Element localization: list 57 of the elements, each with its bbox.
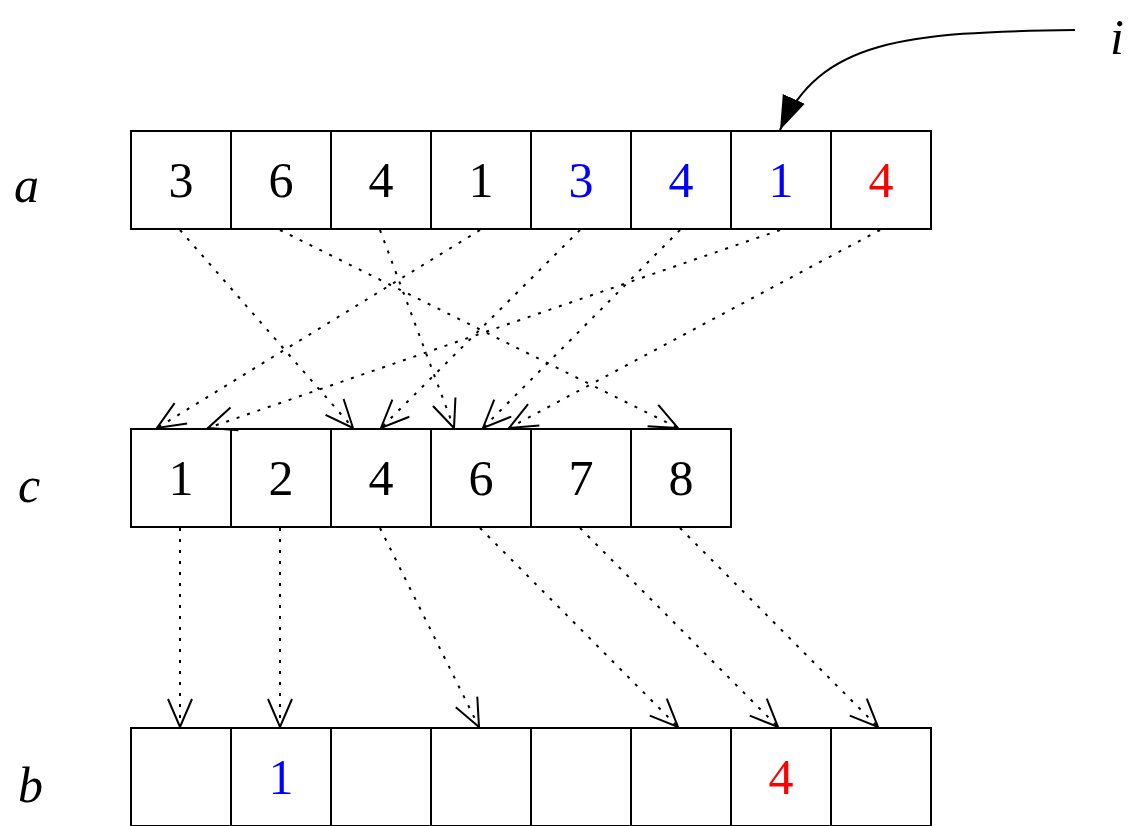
array-name-label: a (14, 160, 39, 210)
cell-value: 7 (568, 453, 594, 503)
array-cell (130, 130, 232, 230)
dotted-arrow (156, 229, 481, 429)
cell-value: 4 (368, 155, 394, 205)
dotted-arrow (482, 229, 681, 429)
cell-value: 8 (668, 453, 694, 503)
cell-value: 1 (268, 752, 294, 802)
array-cell (830, 130, 932, 230)
array-cell (530, 428, 632, 528)
array-cell (730, 130, 832, 230)
cell-value: 3 (568, 155, 594, 205)
array-cell (230, 130, 332, 230)
array-name-label: b (18, 760, 43, 810)
empty-array-cell (130, 727, 232, 826)
array-cell (430, 130, 532, 230)
dotted-arrow (379, 229, 457, 429)
array-cell (430, 428, 532, 528)
cell-value: 4 (768, 752, 794, 802)
cell-value: 1 (168, 453, 194, 503)
dotted-arrow (207, 229, 781, 432)
pointer-arrow (779, 29, 1076, 131)
empty-array-cell (430, 727, 532, 826)
array-cell (130, 428, 232, 528)
dotted-arrow (379, 527, 480, 728)
cell-value: 4 (668, 155, 694, 205)
array-cell (530, 130, 632, 230)
dotted-arrow (380, 229, 581, 429)
empty-array-cell (530, 727, 632, 826)
array-cell (230, 428, 332, 528)
dotted-arrow (679, 527, 879, 728)
array-cell (630, 130, 732, 230)
array-cell (230, 727, 332, 826)
array-cell (330, 428, 432, 528)
dotted-arrow (579, 527, 779, 728)
dotted-arrow (267, 527, 293, 728)
cell-value: 4 (868, 155, 894, 205)
dotted-arrow (179, 229, 354, 429)
empty-array-cell (630, 727, 732, 826)
array-cell (630, 428, 732, 528)
array-name-label: c (18, 460, 41, 510)
cell-value: 1 (768, 155, 794, 205)
cell-value: 6 (468, 453, 494, 503)
array-cell (730, 727, 832, 826)
dotted-arrow (279, 229, 679, 429)
cell-value: 4 (368, 453, 394, 503)
index-pointer-label: i (1110, 12, 1124, 62)
cell-value: 1 (468, 155, 494, 205)
dotted-arrow (479, 527, 679, 728)
dotted-arrow (167, 527, 193, 728)
cell-value: 3 (168, 155, 194, 205)
dotted-arrow (508, 229, 881, 429)
cell-value: 2 (268, 453, 294, 503)
empty-array-cell (830, 727, 932, 826)
cell-value: 6 (268, 155, 294, 205)
empty-array-cell (330, 727, 432, 826)
array-cell (330, 130, 432, 230)
